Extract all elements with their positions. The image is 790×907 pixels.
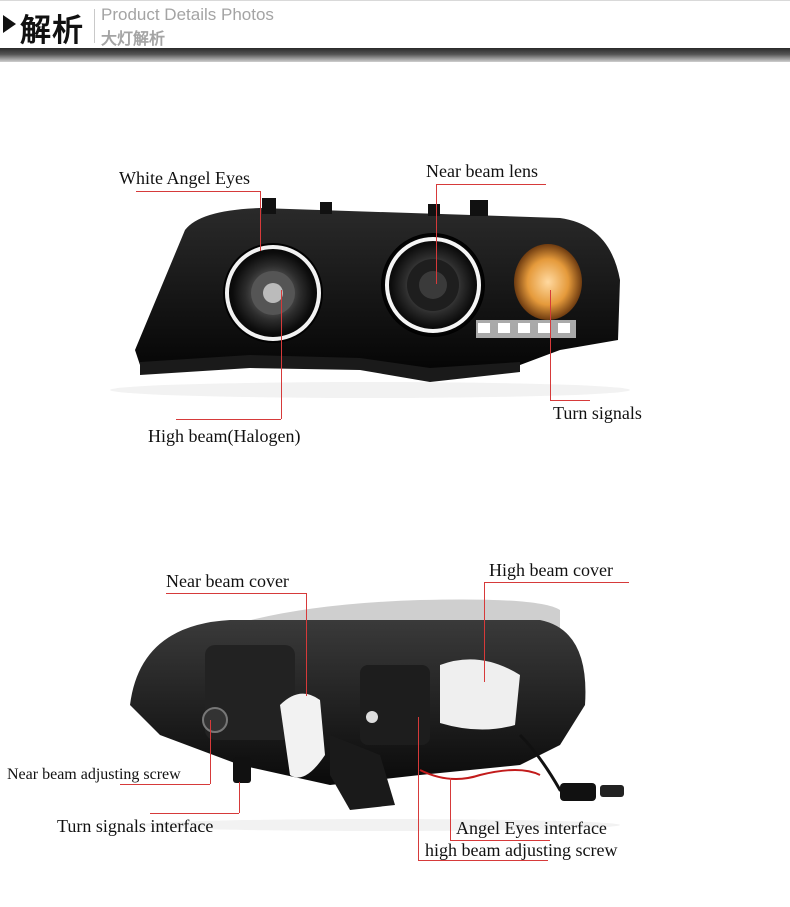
label-high-beam-cover: High beam cover — [489, 560, 613, 580]
leader-line — [484, 582, 485, 682]
page-header: 解析 Product Details Photos 大灯解析 — [0, 0, 790, 49]
label-near-beam-adjusting-screw: Near beam adjusting screw — [7, 766, 181, 783]
label-high-beam: High beam(Halogen) — [148, 426, 301, 446]
leader-line — [306, 593, 307, 696]
leader-line — [176, 419, 281, 420]
leader-line — [484, 582, 629, 583]
leader-line — [150, 813, 239, 814]
header-title: 解析 — [20, 13, 84, 49]
leader-line — [436, 184, 437, 284]
leader-line — [436, 184, 546, 185]
leader-line — [418, 717, 419, 860]
header-divider — [94, 9, 95, 43]
leader-line — [550, 400, 590, 401]
label-angel-eyes-interface: Angel Eyes interface — [456, 818, 607, 838]
triangle-marker-icon — [3, 15, 16, 33]
label-high-beam-adjusting-screw: high beam adjusting screw — [425, 840, 618, 860]
headlight-front-photo — [0, 190, 790, 410]
leader-line — [166, 593, 306, 594]
label-near-beam-cover: Near beam cover — [166, 571, 289, 591]
label-turn-signals: Turn signals — [553, 403, 642, 423]
leader-line — [550, 290, 551, 400]
leader-line — [281, 290, 282, 419]
leader-line — [239, 782, 240, 813]
header-shadow-bar — [0, 48, 790, 62]
label-turn-signals-interface: Turn signals interface — [57, 816, 214, 836]
leader-line — [120, 784, 210, 785]
label-near-beam-lens: Near beam lens — [426, 161, 538, 181]
leader-line — [450, 840, 550, 841]
headlight-rear-photo — [0, 585, 790, 835]
leader-line — [450, 778, 451, 840]
leader-line — [210, 720, 211, 784]
label-white-angel-eyes: White Angel Eyes — [119, 168, 250, 188]
header-subtitle-en: Product Details Photos — [101, 5, 274, 24]
leader-line — [260, 191, 261, 251]
leader-line — [136, 191, 260, 192]
header-subtitle-cn: 大灯解析 — [101, 29, 166, 48]
leader-line — [418, 860, 548, 861]
